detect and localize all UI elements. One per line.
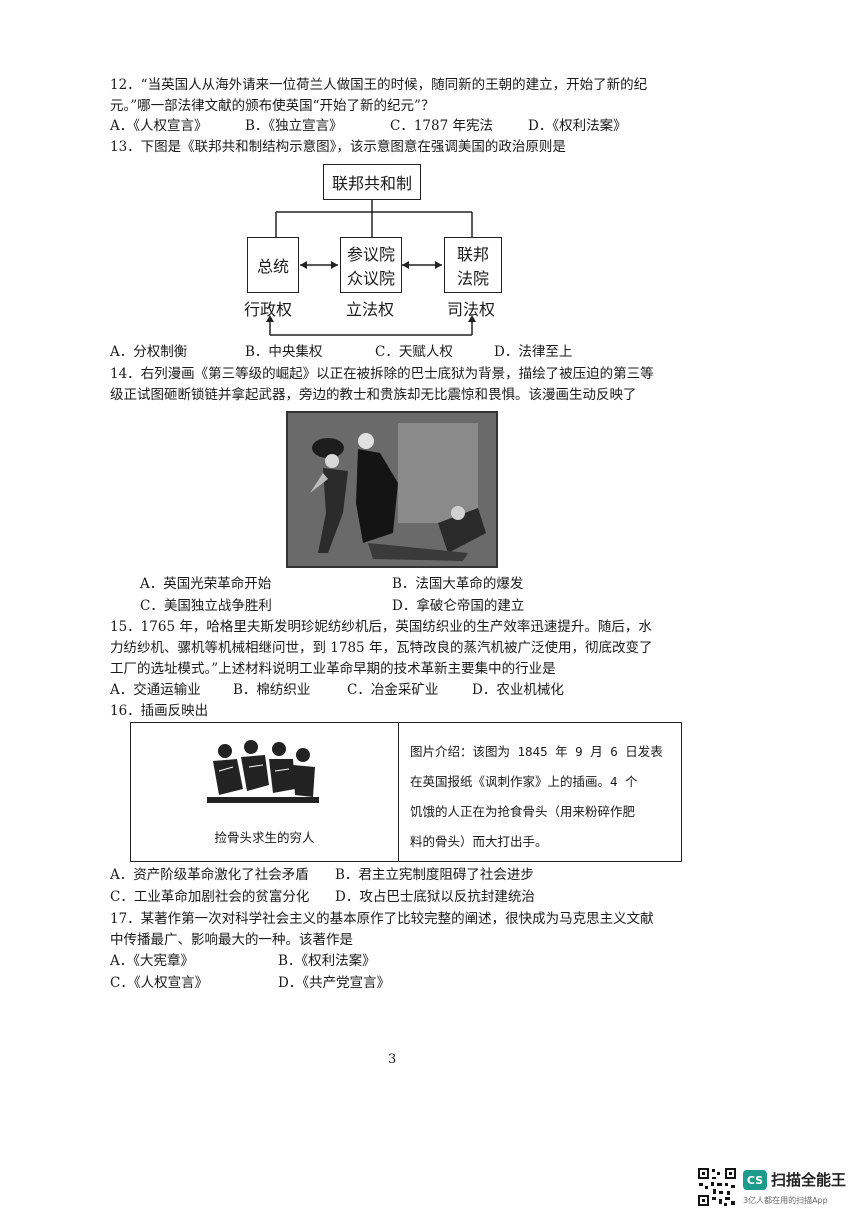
court-label: 法院	[456, 269, 489, 288]
q17-option-d: D．《共产党宣言》	[278, 975, 391, 991]
q14-stem-line1: 14．右列漫画《第三等级的崛起》以正在被拆除的巴士底狱为背景，描绘了被压迫的第三…	[110, 366, 654, 382]
table-divider	[398, 723, 399, 861]
scanner-app-name: 扫描全能王	[771, 1171, 847, 1189]
q16-illustration-table: 捡骨头求生的穷人 图片介绍：该图为 1845 年 9 月 6 日发表 在英国报纸…	[130, 722, 682, 862]
info-line-2: 在英国报纸《讽刺作家》上的插画。4 个	[410, 774, 638, 789]
bone-scramble-illustration	[203, 737, 323, 809]
cartoon-figures	[288, 413, 496, 566]
q15-stem-line3: 工厂的选址模式。”上述材料说明工业革命早期的技术革新主要集中的行业是	[110, 661, 556, 677]
info-line-4: 料的骨头）而大打出手。	[410, 834, 548, 849]
q12-option-c: C．1787 年宪法	[390, 118, 493, 134]
q16-option-d: D．攻占巴士底狱以反抗封建统治	[335, 889, 535, 905]
q13-option-c: C．天赋人权	[375, 344, 453, 360]
q13-stem: 13．下图是《联邦共和制结构示意图》，该示意图意在强调美国的政治原则是	[110, 139, 566, 155]
federal-structure-diagram	[266, 198, 476, 336]
page-number: 3	[388, 1052, 397, 1067]
q13-option-a: A．分权制衡	[110, 344, 188, 360]
q15-option-a: A．交通运输业	[110, 682, 201, 698]
q15-option-d: D．农业机械化	[472, 682, 564, 698]
q16-option-b: B．君主立宪制度阻碍了社会进步	[335, 867, 534, 883]
illustration-caption: 捡骨头求生的穷人	[214, 830, 315, 845]
q15-stem-line2: 力纺纱机、骡机等机械相继问世，到 1785 年，瓦特改良的蒸汽机被广泛使用，彻底…	[110, 640, 653, 656]
q12-stem-line1: 12．“当英国人从海外请来一位荷兰人做国王的时候，随同新的王朝的建立，开始了新的…	[110, 77, 648, 93]
q14-option-d: D．拿破仑帝国的建立	[392, 598, 525, 614]
info-line-3: 饥饿的人正在为抢食骨头（用来粉碎作肥	[410, 804, 636, 819]
q17-option-c: C．《人权宣言》	[110, 975, 209, 991]
q13-option-b: B．中央集权	[245, 344, 323, 360]
q15-option-c: C．冶金采矿业	[347, 682, 439, 698]
q17-option-b: B．《权利法案》	[278, 953, 376, 969]
scanner-watermark: CS 扫描全能王 3亿人都在用的扫描App	[697, 1167, 857, 1217]
senate-label: 参议院	[346, 245, 395, 264]
congress-box: 参议院 众议院	[340, 237, 402, 293]
federal-label: 联邦	[456, 245, 489, 264]
illustration-info: 图片介绍：该图为 1845 年 9 月 6 日发表 在英国报纸《讽刺作家》上的插…	[410, 737, 672, 857]
q17-option-a: A．《大宪章》	[110, 953, 194, 969]
judicial-power-label: 司法权	[447, 300, 496, 319]
q16-option-c: C．工业革命加剧社会的贫富分化	[110, 889, 310, 905]
qr-code-icon	[697, 1167, 737, 1207]
q15-option-b: B．棉纺织业	[233, 682, 311, 698]
camscanner-logo: CS	[743, 1170, 767, 1190]
q14-stem-line2: 级正试图砸断锁链并拿起武器，旁边的教士和贵族却无比震惊和畏惧。该漫画生动反映了	[110, 387, 637, 403]
federal-republic-box: 联邦共和制	[323, 164, 421, 200]
q16-option-a: A．资产阶级革命激化了社会矛盾	[110, 867, 309, 883]
scanner-tagline: 3亿人都在用的扫描App	[743, 1196, 828, 1205]
q17-stem-line2: 中传播最广、影响最大的一种。该著作是	[110, 932, 353, 948]
q13-option-d: D．法律至上	[494, 344, 573, 360]
q14-option-c: C．美国独立战争胜利	[140, 598, 272, 614]
federal-court-box: 联邦 法院	[444, 237, 502, 293]
q12-option-d: D．《权利法案》	[528, 118, 627, 134]
q14-option-b: B．法国大革命的爆发	[392, 576, 524, 592]
q12-option-a: A．《人权宣言》	[110, 118, 208, 134]
q17-stem-line1: 17．某著作第一次对科学社会主义的基本原作了比较完整的阐述，很快成为马克思主义文…	[110, 911, 654, 927]
q15-stem-line1: 15．1765 年，哈格里夫斯发明珍妮纺纱机后，英国纺织业的生产效率迅速提升。随…	[110, 619, 652, 635]
info-line-1: 图片介绍：该图为 1845 年 9 月 6 日发表	[410, 744, 663, 759]
third-estate-cartoon	[286, 411, 498, 568]
q16-stem: 16．插画反映出	[110, 703, 209, 719]
president-box: 总统	[247, 237, 299, 293]
legislative-power-label: 立法权	[346, 300, 395, 319]
q12-stem-line2: 元。”哪一部法律文献的颁布使英国“开始了新的纪元”？	[110, 98, 435, 114]
q14-option-a: A．英国光荣革命开始	[140, 576, 272, 592]
q12-option-b: B．《独立宣言》	[245, 118, 343, 134]
executive-power-label: 行政权	[244, 300, 293, 319]
house-label: 众议院	[346, 269, 395, 288]
